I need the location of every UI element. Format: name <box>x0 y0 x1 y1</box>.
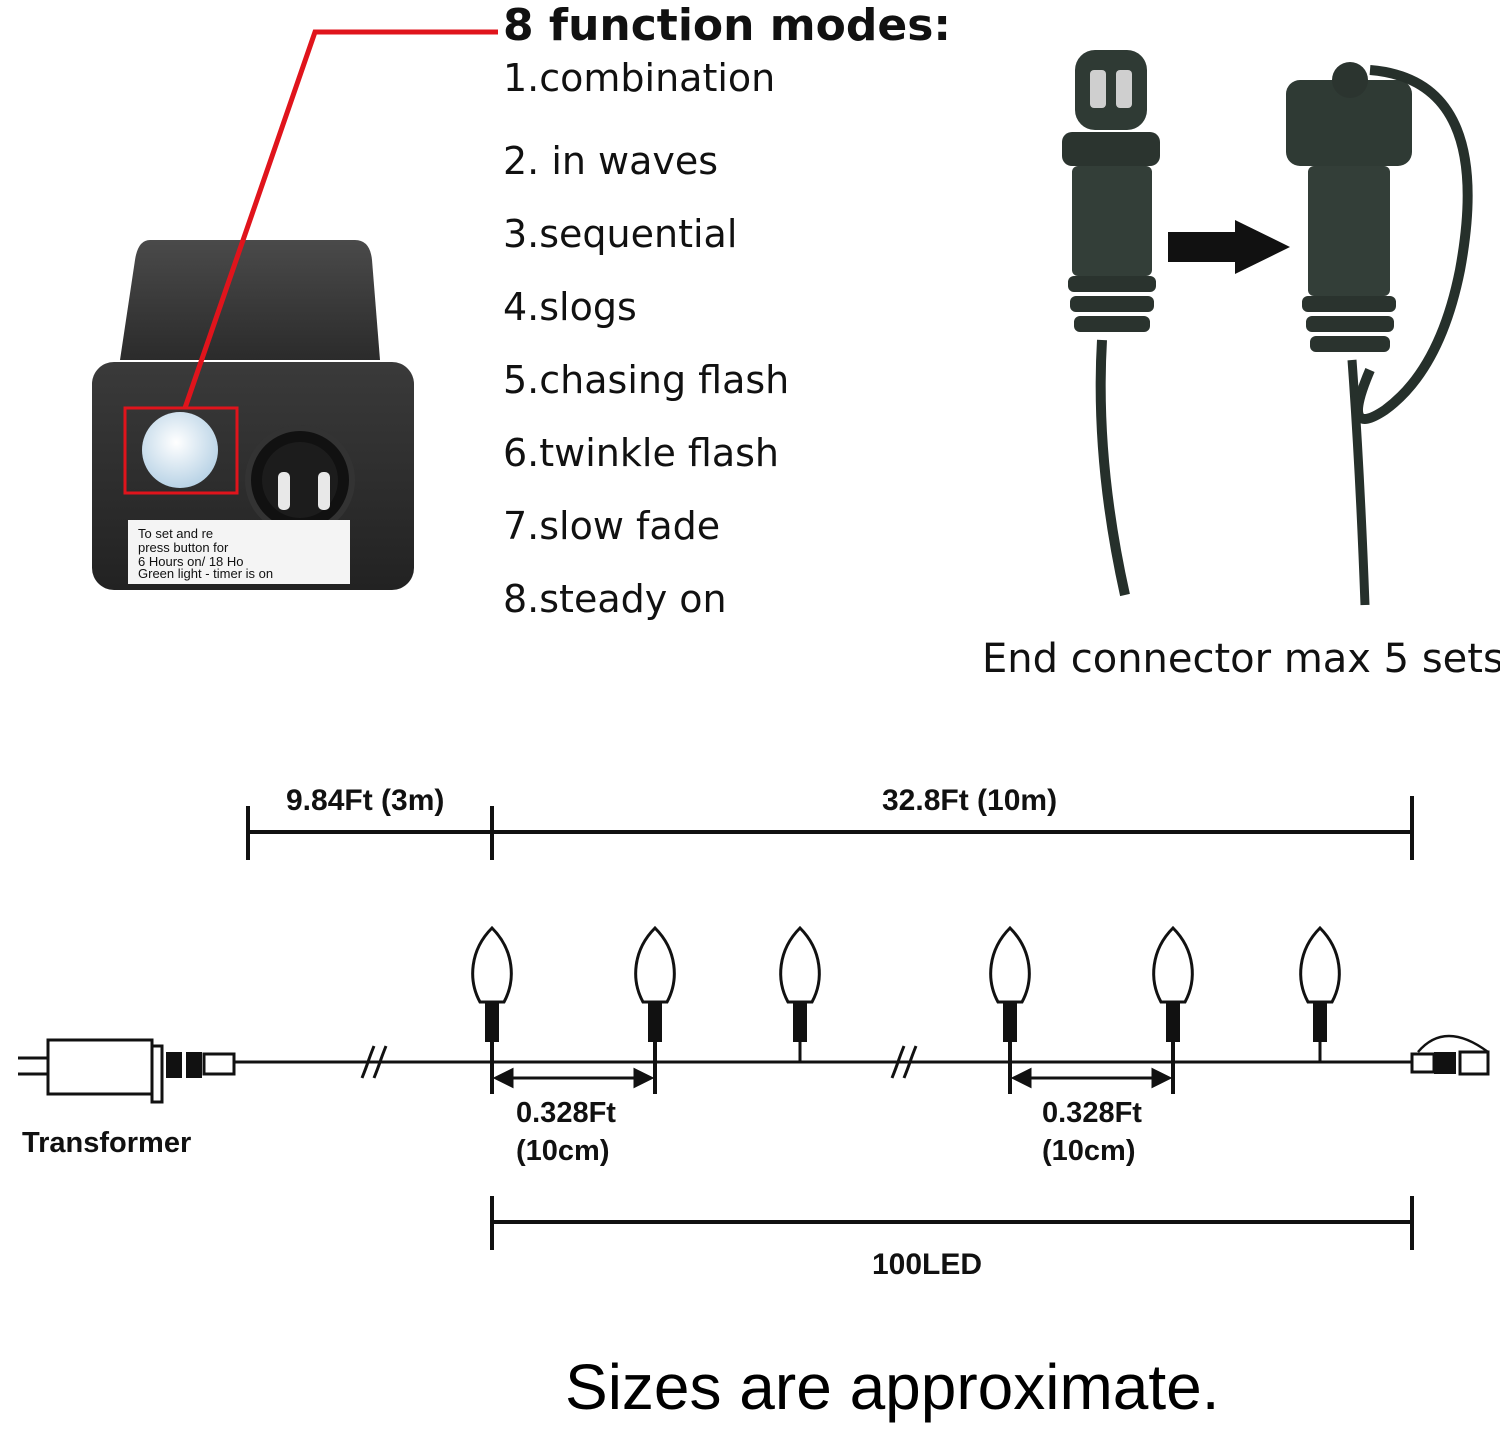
bulbs <box>471 925 1341 1062</box>
spacing-1-line-2: (10cm) <box>516 1135 610 1167</box>
function-modes: 8 function modes: 1.combination 2. in wa… <box>503 0 973 636</box>
spacing-arrow-1 <box>492 1067 655 1089</box>
spacing-2-line-1: 0.328Ft <box>1042 1097 1142 1129</box>
bulb-icon <box>989 925 1031 1062</box>
controller-photo: To set and re press button for 6 Hours o… <box>0 0 500 700</box>
callout-line <box>182 29 498 409</box>
bulb-icon <box>634 925 676 1062</box>
mode-item: 2. in waves <box>503 139 719 183</box>
wiring-diagram-svg: 9.84Ft (3m) 32.8Ft (10m) 0.328Ft (10cm) … <box>18 784 1490 1281</box>
mode-item: 5.chasing flash <box>503 358 790 402</box>
mode-item: 3.sequential <box>503 212 738 256</box>
male-plug-icon <box>1062 50 1160 597</box>
mode-item: 7.slow fade <box>503 504 721 548</box>
led-count-label: 100LED <box>872 1248 982 1281</box>
bulb-icon <box>471 925 513 1062</box>
spacing-arrow-2 <box>1010 1067 1173 1089</box>
bulb-icon <box>1152 925 1194 1062</box>
transformer-icon <box>18 1038 248 1104</box>
label-line-2: press button for <box>138 540 229 555</box>
mode-button-icon <box>142 412 218 488</box>
modes-title: 8 function modes: <box>503 0 951 51</box>
button-highlight-box <box>123 406 239 495</box>
connector-illustration <box>1062 50 1473 606</box>
transformer-label: Transformer <box>22 1127 191 1159</box>
end-cap-icon <box>1286 62 1473 606</box>
label-line-4: Green light - timer is on <box>138 566 273 581</box>
bulb-icon <box>779 925 821 1062</box>
end-connector-icon <box>1410 1034 1490 1076</box>
controller-illustration: To set and re press button for 6 Hours o… <box>92 29 498 590</box>
end-connector-photo <box>1040 40 1500 620</box>
wire-break-icon <box>890 1045 918 1079</box>
mode-list: 1.combination 2. in waves 3.sequential 4… <box>503 52 973 636</box>
label-line-1: To set and re <box>138 526 213 541</box>
mode-item: 4.slogs <box>503 285 637 329</box>
string-length-label: 32.8Ft (10m) <box>882 784 1057 817</box>
mode-item: 8.steady on <box>503 577 727 621</box>
bulb-icon <box>1299 925 1341 1062</box>
sizes-note: Sizes are approximate. <box>565 1351 1220 1423</box>
spacing-2-line-2: (10cm) <box>1042 1135 1136 1167</box>
connector-caption: End connector max 5 sets <box>982 636 1500 682</box>
label-line-3: 6 Hours on/ 18 Ho <box>138 554 244 569</box>
lead-length-label: 9.84Ft (3m) <box>286 784 444 817</box>
mode-item: 1.combination <box>503 56 776 100</box>
wiring-diagram: 9.84Ft (3m) 32.8Ft (10m) 0.328Ft (10cm) … <box>0 740 1500 1300</box>
wire-break-icon <box>360 1045 388 1079</box>
spacing-1-line-1: 0.328Ft <box>516 1097 616 1129</box>
mode-item: 6.twinkle flash <box>503 431 780 475</box>
arrow-right-icon <box>1168 220 1290 274</box>
